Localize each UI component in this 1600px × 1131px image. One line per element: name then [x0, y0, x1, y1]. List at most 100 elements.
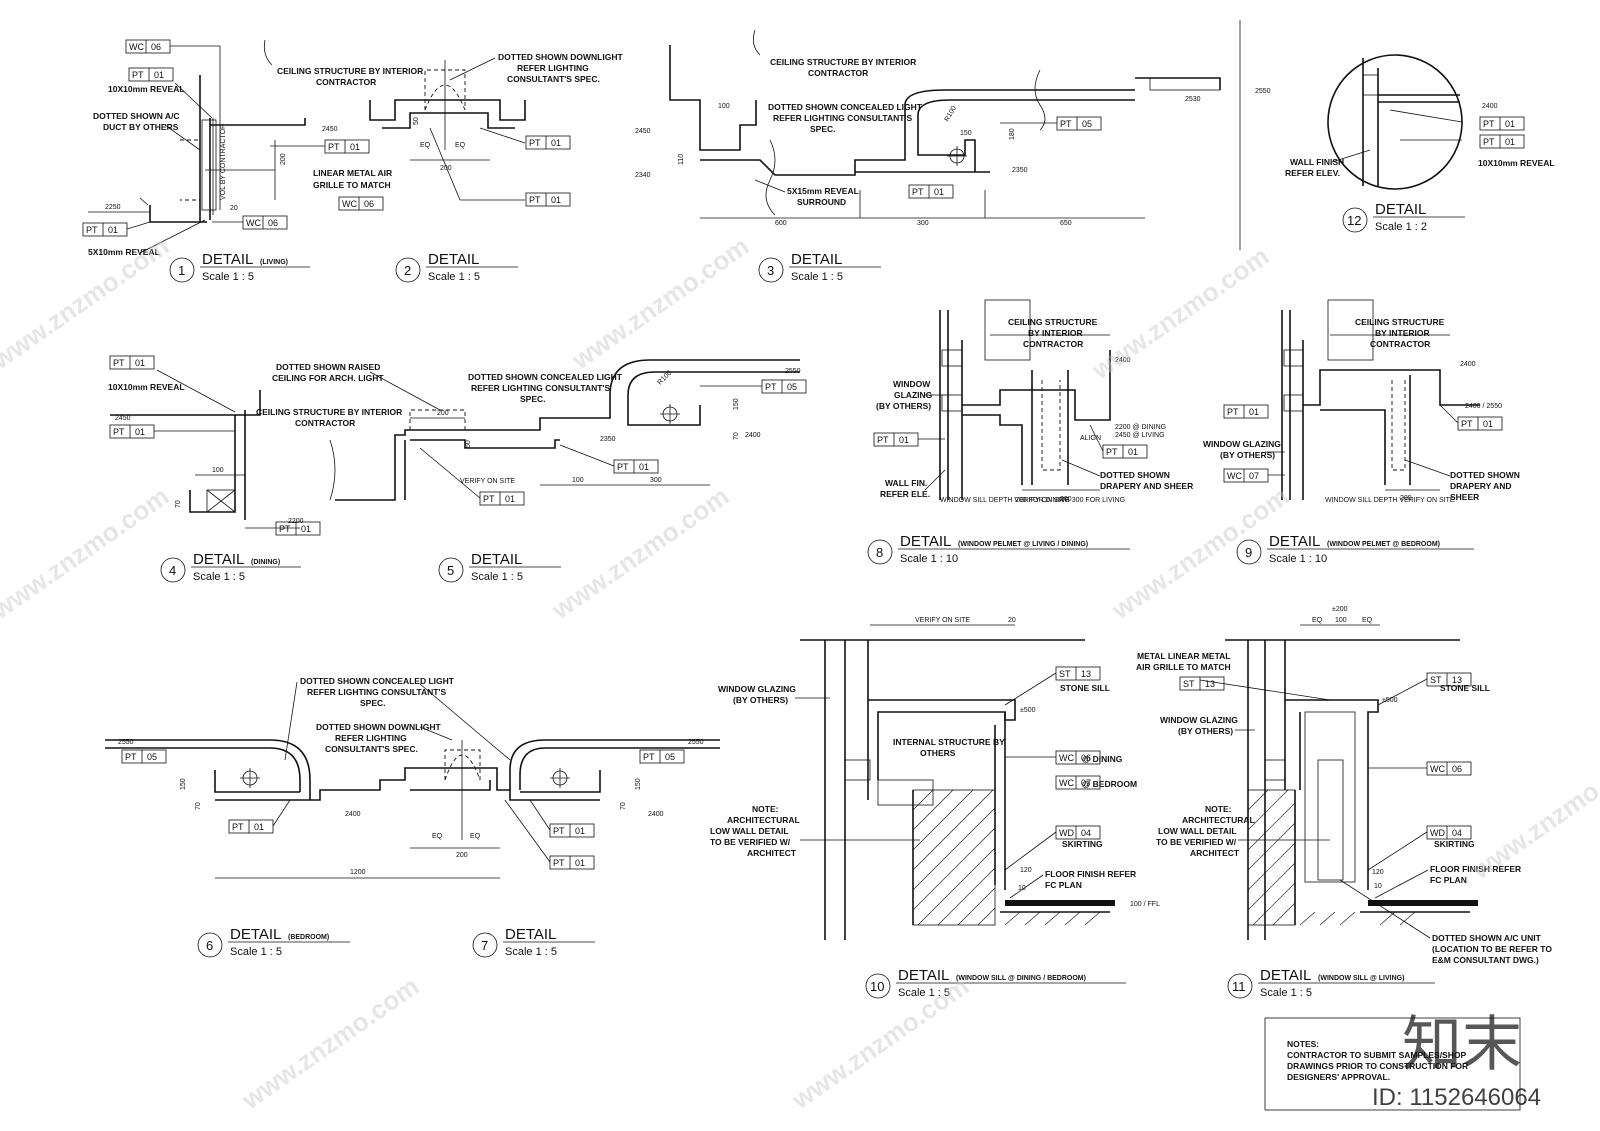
svg-text:(WINDOW PELMET @ LIVING / DINI: (WINDOW PELMET @ LIVING / DINING) — [958, 541, 1088, 548]
svg-text:05: 05 — [787, 382, 797, 392]
wg9-1: WINDOW GLAZING — [1203, 439, 1281, 449]
dim11-100: 100 — [1335, 617, 1347, 624]
svg-text:(DINING): (DINING) — [251, 559, 280, 566]
reveal-5x15: 5X15mm REVEAL — [787, 186, 859, 196]
svg-text:Scale 1 : 5: Scale 1 : 5 — [471, 571, 523, 583]
reveal-surround: SURROUND — [797, 197, 846, 207]
svg-text:01: 01 — [254, 822, 264, 832]
svg-text:PT: PT — [113, 358, 125, 368]
detail-4-drawing: 100 70 2450 2200 10X10mm REVEAL CEILING … — [108, 369, 402, 529]
bedroom10: @ BEDROOM — [1082, 779, 1137, 789]
svg-text:DETAIL: DETAIL — [900, 533, 951, 550]
lvl4-2450: 2450 — [115, 415, 131, 422]
lvl3-2550: 2550 — [1255, 88, 1271, 95]
ceil8-3: CONTRACTOR — [1023, 339, 1083, 349]
svg-text:Scale 1 : 5: Scale 1 : 5 — [193, 571, 245, 583]
svg-text:PT: PT — [765, 382, 777, 392]
svg-text:3: 3 — [767, 263, 774, 278]
svg-text:PT: PT — [483, 494, 495, 504]
svg-text:05: 05 — [147, 752, 157, 762]
wf8-2: REFER ELE. — [880, 489, 930, 499]
conc5-1: DOTTED SHOWN CONCEALED LIGHT — [468, 372, 623, 382]
conc3-2: REFER LIGHTING CONSULTANT'S — [773, 113, 912, 123]
detail-5-drawing: 200 50 100 300 VERIFY ON SITE 2350 2400 … — [272, 359, 801, 501]
svg-text:PT: PT — [328, 142, 340, 152]
svg-text:01: 01 — [551, 138, 561, 148]
svg-text:DETAIL: DETAIL — [791, 251, 842, 268]
svg-text:WC: WC — [246, 218, 261, 228]
svg-text:DETAIL: DETAIL — [1269, 533, 1320, 550]
lvl11-500: ±500 — [1382, 697, 1398, 704]
raised-2: CEILING FOR ARCH. LIGHT — [272, 373, 384, 383]
wg8-3: (BY OTHERS) — [876, 401, 931, 411]
tag-pt01-p: PT 01 — [1223, 404, 1269, 419]
svg-text:Scale 1 : 5: Scale 1 : 5 — [1260, 987, 1312, 999]
conc3-1: DOTTED SHOWN CONCEALED LIGHT — [768, 102, 923, 112]
svg-text:01: 01 — [899, 435, 909, 445]
svg-text:13: 13 — [1452, 675, 1462, 685]
svg-text:PT: PT — [529, 195, 541, 205]
detail-3-drawing: 600 300 650 100 2450 2340 2530 2550 2350… — [635, 20, 1271, 250]
wg8-1: WINDOW — [893, 379, 931, 389]
lvl6-2550: 2550 — [118, 739, 134, 746]
arch10-3: LOW WALL DETAIL — [710, 826, 789, 836]
conc3-3: SPEC. — [810, 124, 836, 134]
svg-text:01: 01 — [639, 462, 649, 472]
svg-text:Scale 1 : 10: Scale 1 : 10 — [1269, 553, 1327, 565]
svg-text:WC: WC — [1059, 753, 1074, 763]
detail-title-10: 10 DETAIL (WINDOW SILL @ DINING / BEDROO… — [865, 967, 1126, 999]
svg-text:6: 6 — [206, 938, 213, 953]
dim3-150: 150 — [960, 130, 972, 137]
svg-text:7: 7 — [481, 938, 488, 953]
int10-2: OTHERS — [920, 748, 956, 758]
align8: ALIGN — [1080, 435, 1101, 442]
notes-line-3: DRAWINGS PRIOR TO CONSTRUCTION FOR — [1287, 1061, 1468, 1071]
svg-text:PT: PT — [1227, 407, 1239, 417]
vol-label: VOL BY CONTRACTOR — [220, 124, 227, 200]
svg-text:PT: PT — [132, 70, 144, 80]
dim4-100: 100 — [212, 467, 224, 474]
arch10-4: TO BE VERIFIED W/ — [710, 837, 791, 847]
detail-6-7-drawing: 200 EQ EQ 1200 2550 2550 2400 2400 150 7… — [105, 676, 720, 879]
lvl10-ffl: 100 / FFL — [1130, 901, 1160, 908]
svg-text:DETAIL: DETAIL — [230, 926, 281, 943]
floor11-1: FLOOR FINISH REFER — [1430, 864, 1521, 874]
lvl10-500: ±500 — [1020, 707, 1036, 714]
acunit-2: (LOCATION TO BE REFER TO — [1432, 944, 1552, 954]
svg-text:06: 06 — [1452, 764, 1462, 774]
svg-text:06: 06 — [151, 42, 161, 52]
arch11-5: ARCHITECT — [1190, 848, 1240, 858]
dim11-10: 10 — [1374, 883, 1382, 890]
skirt10: SKIRTING — [1062, 839, 1103, 849]
acunit-3: E&M CONSULTANT DWG.) — [1432, 955, 1539, 965]
arch10-1: NOTE: — [752, 804, 779, 814]
svg-text:01: 01 — [1249, 407, 1259, 417]
svg-text:01: 01 — [301, 524, 311, 534]
svg-text:Scale 1 : 5: Scale 1 : 5 — [202, 271, 254, 283]
svg-text:04: 04 — [1452, 828, 1462, 838]
notes-box: NOTES: CONTRACTOR TO SUBMIT SAMPLES/SHOP… — [1264, 1017, 1521, 1111]
sill-note-9: WINDOW SILL DEPTH VERIFY ON SITE — [1325, 497, 1455, 504]
conc5-2: REFER LIGHTING CONSULTANT'S — [471, 383, 610, 393]
ceiling-note-1: CEILING STRUCTURE BY INTERIOR — [277, 66, 423, 76]
floor11-2: FC PLAN — [1430, 875, 1467, 885]
wall-finish-2: REFER ELEV. — [1285, 168, 1340, 178]
int10-1: INTERNAL STRUCTURE BY — [893, 737, 1005, 747]
svg-text:ST: ST — [1059, 669, 1071, 679]
svg-text:(WINDOW PELMET @ BEDROOM): (WINDOW PELMET @ BEDROOM) — [1327, 541, 1440, 548]
dim6-1200: 1200 — [350, 869, 366, 876]
dim2-eq2: EQ — [455, 142, 466, 149]
